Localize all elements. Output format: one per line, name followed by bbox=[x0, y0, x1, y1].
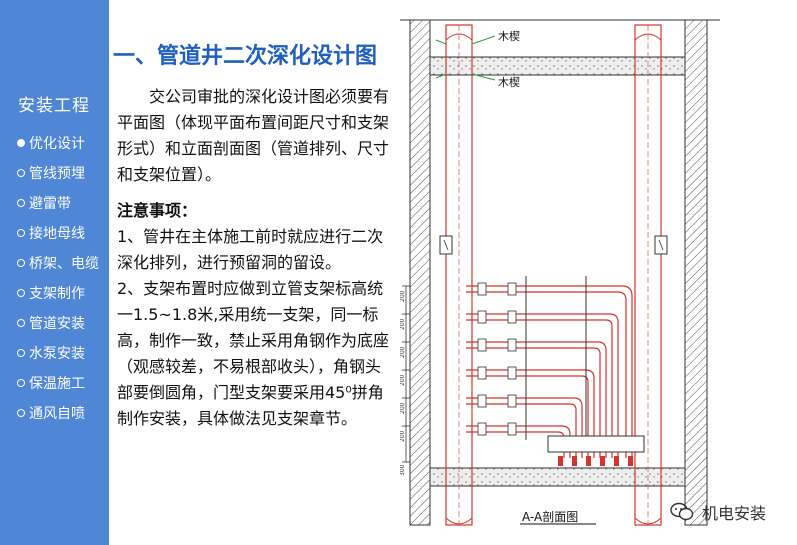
note-item-1: 1、管井在主体施工前时就应进行二次深化排列，进行预留洞的留设。 bbox=[117, 227, 384, 272]
sidebar-item-bracket-making[interactable]: 支架制作 bbox=[17, 278, 109, 308]
watermark-text: 机电安装 bbox=[702, 504, 767, 523]
riser-pipe-right bbox=[634, 24, 662, 526]
manifold bbox=[547, 435, 645, 466]
floor-slab-top bbox=[429, 56, 686, 76]
sidebar-item-label: 管线预埋 bbox=[29, 166, 85, 182]
bullet-hollow-icon bbox=[17, 259, 25, 267]
dim-label: 200 bbox=[400, 346, 406, 358]
content-body: 交公司审批的深化设计图必须要有平面图（体现平面布置间距尺寸和支架形式）和立面剖面… bbox=[117, 84, 392, 432]
sidebar-item-ventilation-sprinkler[interactable]: 通风自喷 bbox=[17, 398, 109, 428]
bullet-hollow-icon bbox=[17, 229, 25, 237]
sidebar-item-grounding-bus[interactable]: 接地母线 bbox=[17, 218, 109, 248]
sidebar-item-tray-cable[interactable]: 桥架、电缆 bbox=[17, 248, 109, 278]
wall-left bbox=[409, 19, 431, 526]
watermark: 机电安装 bbox=[670, 500, 766, 524]
sidebar-item-label: 桥架、电缆 bbox=[29, 256, 99, 272]
dim-label: 300 bbox=[400, 464, 406, 476]
riser-pipe-left bbox=[445, 24, 473, 526]
bullet-hollow-icon bbox=[17, 409, 25, 417]
note-item-2: 2、支架布置时应做到立管支架标高统一1.5~1.8米,采用统一支架，同一标高，制… bbox=[117, 279, 390, 428]
sidebar-item-label: 接地母线 bbox=[29, 226, 85, 242]
bullet-hollow-icon bbox=[17, 349, 25, 357]
branch-pipes bbox=[466, 285, 633, 458]
sidebar-item-label: 管道安装 bbox=[29, 316, 85, 332]
dimension-column: 200 200 200 200 200 200 300 bbox=[400, 285, 410, 476]
sidebar-heading: 安装工程 bbox=[18, 96, 90, 116]
sidebar-item-label: 支架制作 bbox=[29, 286, 85, 302]
sidebar-item-label: 优化设计 bbox=[29, 136, 85, 152]
floor-slab-bottom bbox=[429, 467, 686, 487]
support-frames bbox=[525, 276, 587, 440]
sidebar-item-pump-install[interactable]: 水泵安装 bbox=[17, 338, 109, 368]
dim-label: 200 bbox=[400, 318, 406, 330]
bullet-hollow-icon bbox=[17, 199, 25, 207]
wechat-icon bbox=[670, 502, 694, 521]
drawing-caption: A-A剖面图 bbox=[522, 510, 578, 524]
pipe-brackets bbox=[439, 235, 668, 255]
bullet-hollow-icon bbox=[17, 319, 25, 327]
wood-wedge-markers bbox=[435, 35, 496, 81]
bullet-filled-icon bbox=[17, 139, 25, 147]
bullet-hollow-icon bbox=[17, 289, 25, 297]
intro-paragraph: 交公司审批的深化设计图必须要有平面图（体现平面布置间距尺寸和支架形式）和立面剖面… bbox=[117, 87, 390, 184]
section-drawing: 木楔 木楔 200 200 200 200 200 200 300 bbox=[400, 19, 720, 526]
valves bbox=[477, 282, 517, 436]
dim-label: 200 bbox=[400, 402, 406, 414]
sidebar: 安装工程 优化设计 管线预埋 避雷带 接地母线 桥架、电缆 支架制作 管道安装 … bbox=[0, 0, 109, 545]
sidebar-item-label: 保温施工 bbox=[29, 376, 85, 392]
sidebar-item-label: 避雷带 bbox=[29, 196, 71, 212]
sidebar-item-insulation[interactable]: 保温施工 bbox=[17, 368, 109, 398]
sidebar-item-label: 通风自喷 bbox=[29, 406, 85, 422]
sidebar-item-label: 水泵安装 bbox=[29, 346, 85, 362]
wall-right bbox=[684, 19, 708, 526]
notes-heading: 注意事项： bbox=[117, 201, 198, 220]
bullet-hollow-icon bbox=[17, 169, 25, 177]
sidebar-item-pipe-install[interactable]: 管道安装 bbox=[17, 308, 109, 338]
page-title: 一、管道井二次深化设计图 bbox=[113, 44, 378, 69]
wedge-label-bottom: 木楔 bbox=[498, 76, 520, 89]
sidebar-item-pipe-embedding[interactable]: 管线预埋 bbox=[17, 158, 109, 188]
dim-label: 200 bbox=[400, 290, 406, 302]
dim-label: 200 bbox=[400, 374, 406, 386]
sidebar-item-optimize-design[interactable]: 优化设计 bbox=[17, 128, 109, 158]
dim-label: 200 bbox=[400, 430, 406, 442]
wedge-label-top: 木楔 bbox=[498, 30, 520, 43]
sidebar-nav: 优化设计 管线预埋 避雷带 接地母线 桥架、电缆 支架制作 管道安装 水泵安装 … bbox=[17, 128, 109, 428]
sidebar-item-lightning-strip[interactable]: 避雷带 bbox=[17, 188, 109, 218]
bullet-hollow-icon bbox=[17, 379, 25, 387]
